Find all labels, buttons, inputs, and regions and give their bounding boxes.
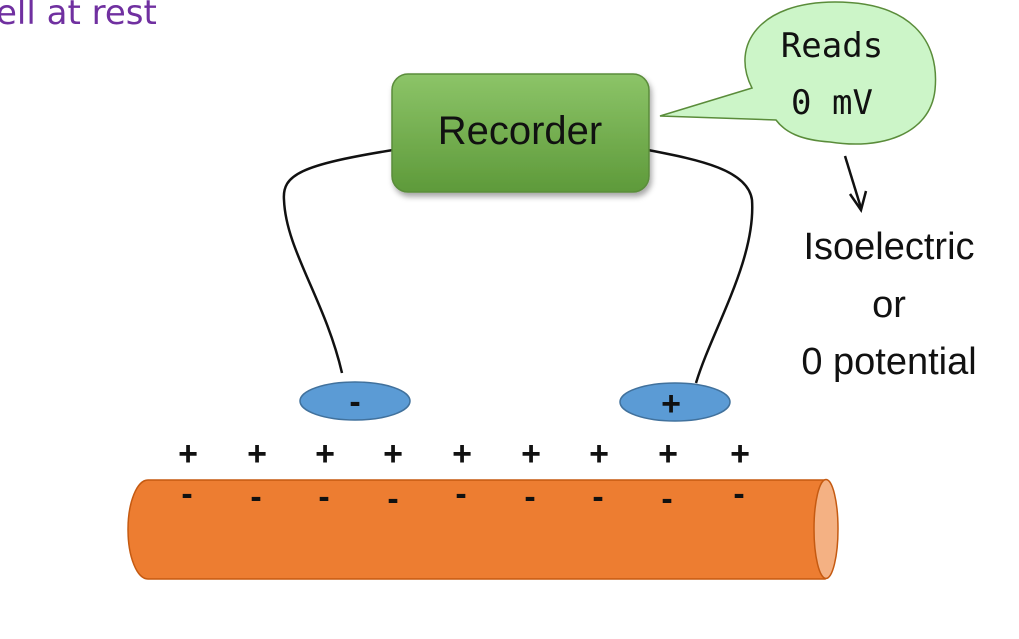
inside-charges: - - - - - - - - - [181, 475, 744, 518]
bubble-line-1: Reads [781, 26, 883, 66]
right-lead-wire [647, 148, 754, 384]
outside-charge: + [521, 435, 541, 473]
positive-electrode-sign: + [661, 385, 681, 423]
inside-charge: - [661, 480, 672, 518]
recorder-box [391, 73, 650, 193]
inside-charge: - [318, 478, 329, 516]
outside-charge: + [730, 435, 750, 473]
inside-charge: - [524, 478, 535, 516]
positive-electrode [619, 382, 731, 422]
left-lead-wire [282, 148, 394, 374]
axon-end-cap [813, 478, 839, 580]
negative-electrode-sign: - [349, 383, 360, 421]
outside-charge: + [658, 435, 678, 473]
negative-electrode [299, 381, 411, 421]
outside-charges: + + + + + + + + + [178, 435, 750, 473]
note-line-1: Isoelectric [803, 226, 974, 268]
outside-charge: + [315, 435, 335, 473]
outside-charge: + [383, 435, 403, 473]
outside-charge: + [589, 435, 609, 473]
inside-charge: - [733, 475, 744, 513]
outside-charge: + [178, 435, 198, 473]
down-arrow-icon [843, 155, 863, 209]
slide-title: ell at rest [0, 0, 157, 33]
outside-charge: + [452, 435, 472, 473]
inside-charge: - [387, 480, 398, 518]
note-line-3: 0 potential [801, 341, 976, 383]
recorder-label: Recorder [438, 109, 603, 153]
inside-charge: - [181, 475, 192, 513]
arrow-head-icon [848, 190, 868, 213]
inside-charge: - [455, 475, 466, 513]
outside-charge: + [247, 435, 267, 473]
inside-charge: - [250, 478, 261, 516]
axon-body [127, 479, 826, 580]
note-line-2: or [872, 284, 906, 326]
bubble-line-2: 0 mV [791, 83, 873, 123]
reading-bubble [659, 1, 937, 145]
inside-charge: - [592, 478, 603, 516]
